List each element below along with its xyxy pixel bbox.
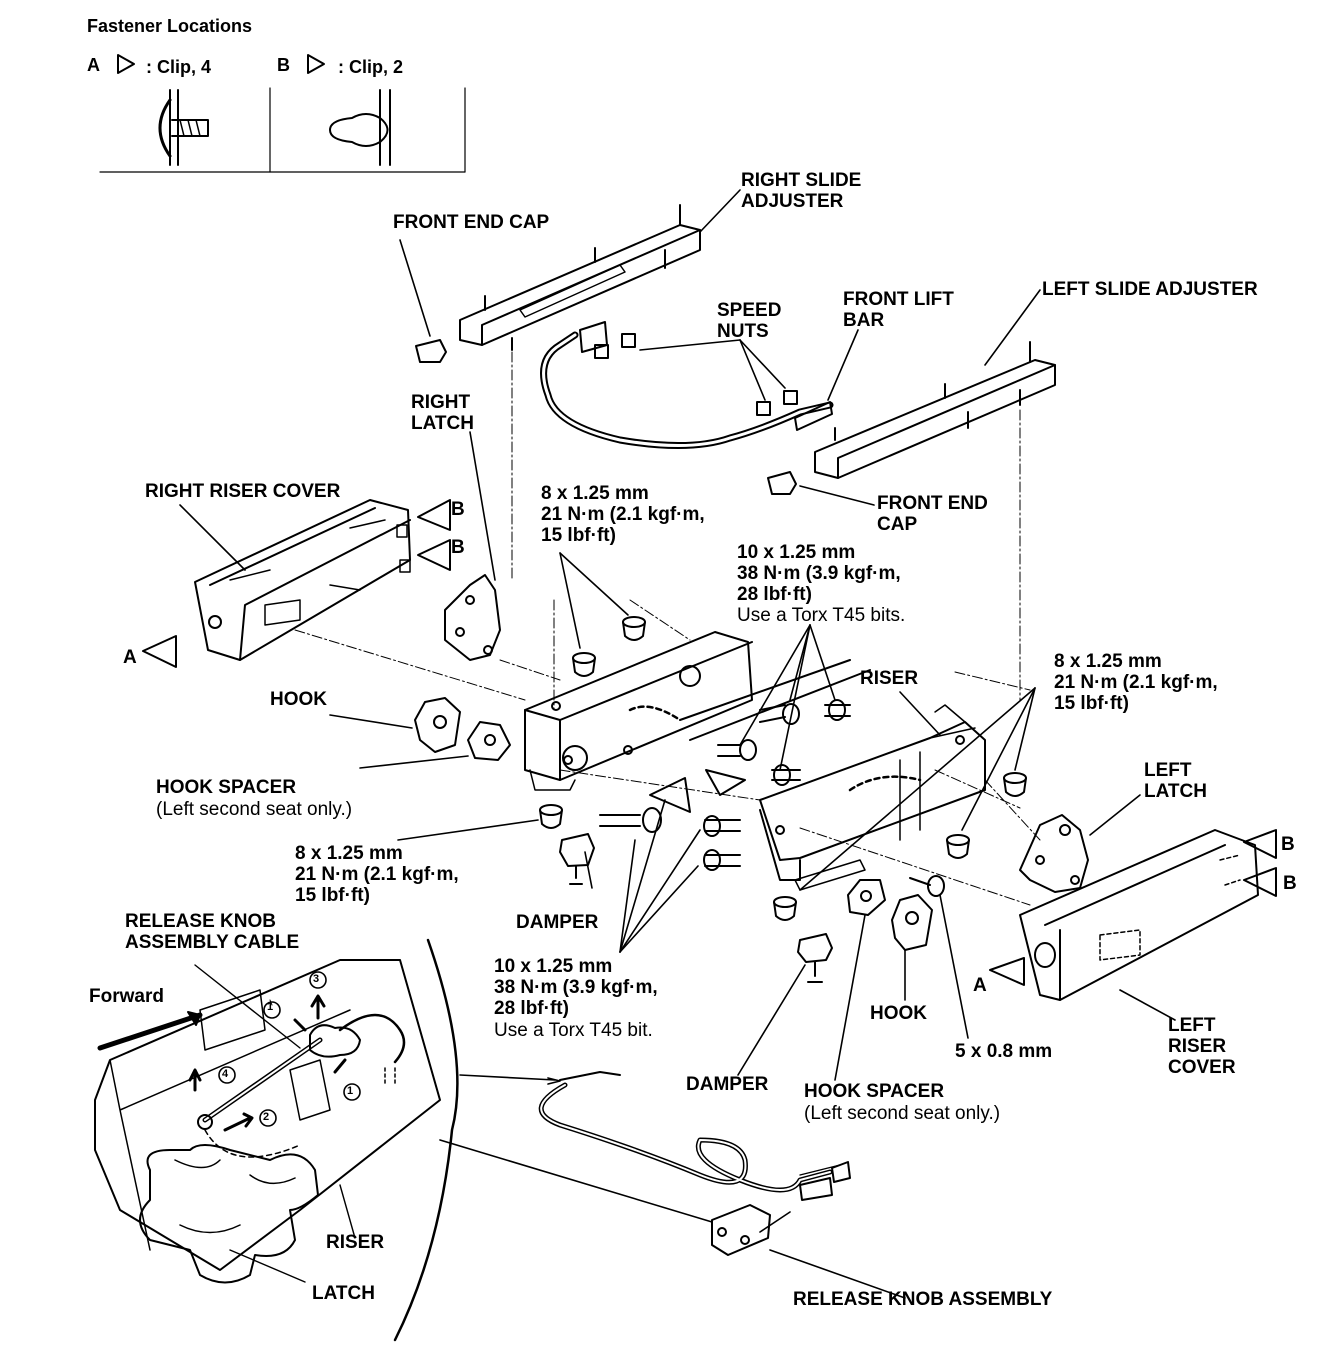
left-latch bbox=[1019, 814, 1089, 893]
step-1a: 1 bbox=[267, 1001, 274, 1013]
speed-nut bbox=[594, 344, 609, 359]
clip-a-letter-right: A bbox=[123, 647, 137, 668]
label-right-latch: RIGHT LATCH bbox=[411, 392, 474, 434]
step-markers bbox=[218, 971, 361, 1127]
clip-b-text: : Clip, 2 bbox=[338, 57, 404, 77]
front-end-cap-right bbox=[767, 471, 797, 495]
damper-left bbox=[559, 833, 595, 867]
inset-riser bbox=[94, 959, 441, 1284]
alignment-lines bbox=[294, 351, 1041, 906]
label-damper-bottom: DAMPER bbox=[686, 1074, 769, 1095]
inset-divider-arc bbox=[393, 938, 459, 1342]
torque-10mm-top-note: Use a Torx T45 bits. bbox=[737, 605, 906, 626]
torque-10mm-top: 10 x 1.25 mm 38 N·m (3.9 kgf·m, 28 lbf·f… bbox=[737, 542, 901, 605]
speed-nut bbox=[756, 401, 771, 416]
label-damper-left: DAMPER bbox=[516, 912, 599, 933]
torque-10mm-bottom: 10 x 1.25 mm 38 N·m (3.9 kgf·m, 28 lbf·f… bbox=[494, 956, 658, 1019]
latch-inset bbox=[139, 1144, 319, 1284]
torque-10mm-bottom-note: Use a Torx T45 bit. bbox=[494, 1020, 653, 1041]
clip-b-letter-2: B bbox=[451, 537, 465, 558]
label-right-slide-adjuster: RIGHT SLIDE ADJUSTER bbox=[741, 170, 862, 212]
damper-bottom bbox=[797, 933, 833, 963]
label-hook-spacer-bottom-note: (Left second seat only.) bbox=[804, 1103, 1001, 1124]
fastener-title: Fastener Locations bbox=[87, 16, 253, 36]
clip-a-letter: A bbox=[87, 55, 100, 75]
step-1b: 1 bbox=[347, 1085, 354, 1097]
label-riser-main: RISER bbox=[860, 668, 919, 689]
clip-b-marker-1 bbox=[417, 499, 451, 531]
riser-main bbox=[524, 631, 986, 891]
label-front-end-cap-right: FRONT END CAP bbox=[877, 493, 988, 535]
label-release-knob-assembly: RELEASE KNOB ASSEMBLY bbox=[793, 1289, 1053, 1310]
label-speed-nuts: SPEED NUTS bbox=[717, 300, 782, 342]
label-front-lift-bar: FRONT LIFT BAR bbox=[843, 289, 954, 331]
clip-a-marker-right bbox=[142, 635, 177, 668]
clip-b-letter-3: B bbox=[1281, 834, 1295, 855]
clip-a-play-icon bbox=[117, 54, 135, 74]
label-hook-spacer-left: HOOK SPACER bbox=[156, 777, 297, 798]
clip-b-marker-3 bbox=[1243, 829, 1277, 859]
step-3: 3 bbox=[313, 973, 320, 985]
hook-left bbox=[414, 697, 461, 753]
left-riser-cover bbox=[1019, 829, 1259, 1001]
label-riser-inset: RISER bbox=[326, 1232, 385, 1253]
clip-markers bbox=[142, 499, 1277, 986]
clip-a-letter-left: A bbox=[973, 975, 987, 996]
speed-nut bbox=[621, 333, 636, 348]
label-left-riser-cover: LEFT RISER COVER bbox=[1168, 1015, 1236, 1078]
label-left-slide-adjuster: LEFT SLIDE ADJUSTER bbox=[1042, 279, 1258, 300]
collar-nuts bbox=[539, 616, 1027, 921]
label-hook-bottom: HOOK bbox=[870, 1003, 927, 1024]
torque-8mm-left: 8 x 1.25 mm 21 N·m (2.1 kgf·m, 15 lbf·ft… bbox=[295, 843, 459, 906]
step-4: 4 bbox=[222, 1068, 229, 1080]
label-right-riser-cover: RIGHT RISER COVER bbox=[145, 481, 341, 502]
torque-8mm-right: 8 x 1.25 mm 21 N·m (2.1 kgf·m, 15 lbf·ft… bbox=[1054, 651, 1218, 714]
label-hook-left: HOOK bbox=[270, 689, 327, 710]
label-hook-spacer-left-note: (Left second seat only.) bbox=[156, 799, 353, 820]
front-end-cap-top bbox=[415, 339, 447, 363]
label-forward: Forward bbox=[89, 986, 164, 1007]
label-left-latch: LEFT LATCH bbox=[1144, 760, 1207, 802]
clip-b-play-icon bbox=[307, 54, 325, 74]
forward-arrow bbox=[97, 1012, 203, 1051]
hook-spacer-bottom bbox=[847, 879, 886, 916]
clip-b-marker-2 bbox=[417, 539, 451, 571]
label-release-knob-cable: RELEASE KNOB ASSEMBLY CABLE bbox=[125, 911, 300, 953]
bolts bbox=[599, 699, 945, 897]
hook-spacer-left bbox=[467, 721, 511, 761]
clip-a-text: : Clip, 4 bbox=[146, 57, 212, 77]
clip-b-letter-4: B bbox=[1283, 873, 1297, 894]
label-front-end-cap-top: FRONT END CAP bbox=[393, 212, 550, 233]
hook-bottom bbox=[891, 894, 933, 951]
label-latch-inset: LATCH bbox=[312, 1283, 375, 1304]
clip-a-marker-left bbox=[989, 957, 1025, 986]
label-bolt-5x08: 5 x 0.8 mm bbox=[955, 1041, 1053, 1062]
leader-arrows bbox=[179, 189, 1176, 1299]
clip-b-letter: B bbox=[277, 55, 290, 75]
release-knob-assembly bbox=[439, 1071, 851, 1256]
clip-b-marker-4 bbox=[1243, 867, 1277, 897]
torque-8mm-top: 8 x 1.25 mm 21 N·m (2.1 kgf·m, 15 lbf·ft… bbox=[541, 483, 705, 546]
left-slide-adjuster bbox=[814, 341, 1056, 479]
right-riser-cover bbox=[194, 499, 411, 661]
step-2: 2 bbox=[263, 1111, 270, 1123]
label-hook-spacer-bottom: HOOK SPACER bbox=[804, 1081, 945, 1102]
right-slide-adjuster bbox=[459, 204, 701, 351]
clip-b-icon bbox=[329, 89, 391, 166]
clip-b-letter-1: B bbox=[451, 499, 465, 520]
clip-a-icon bbox=[158, 89, 209, 166]
right-latch bbox=[444, 574, 501, 661]
fastener-box bbox=[99, 54, 466, 173]
speed-nut bbox=[783, 390, 798, 405]
